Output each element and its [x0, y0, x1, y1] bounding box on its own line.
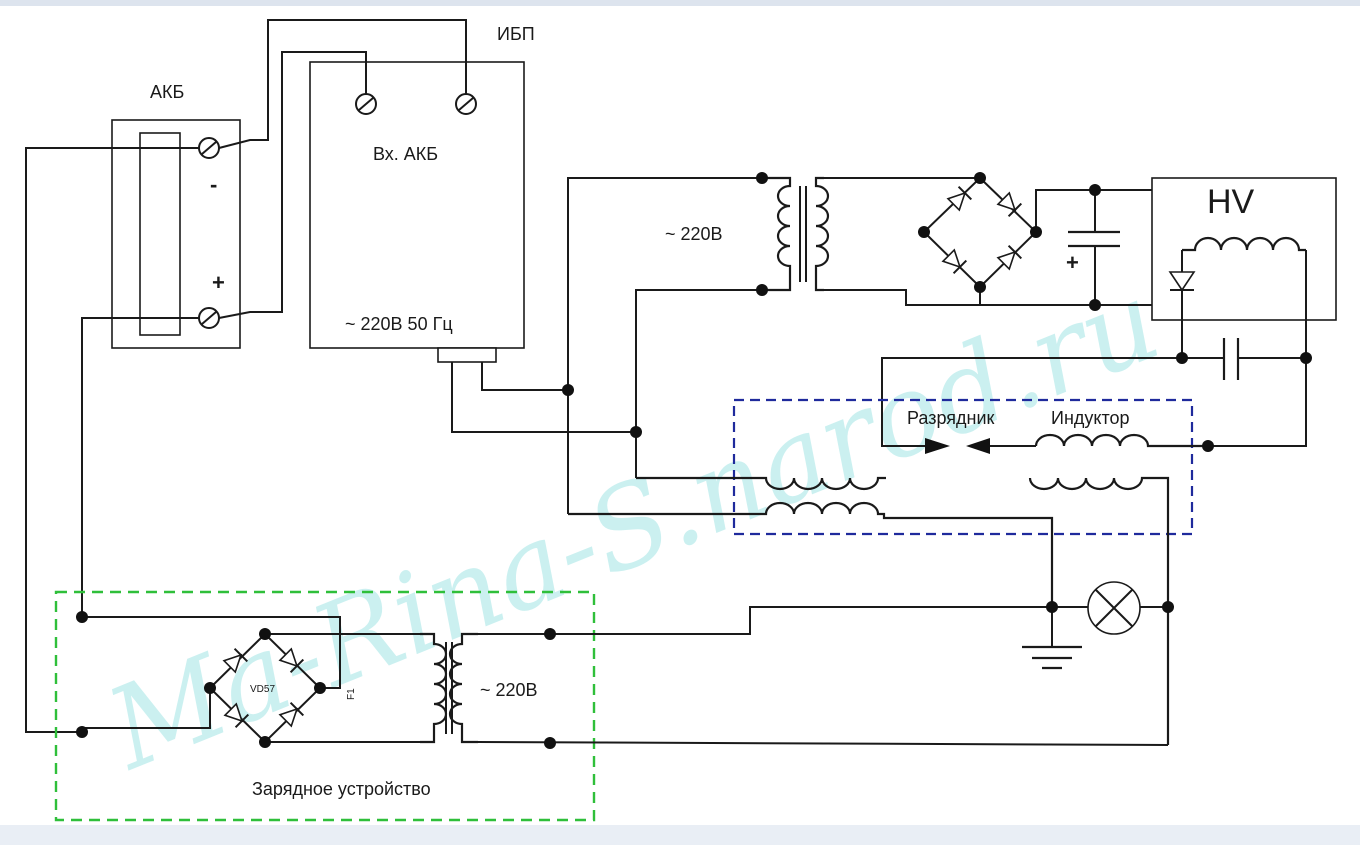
ground-icon	[1022, 607, 1082, 670]
spark-gap-label: Разрядник	[907, 408, 995, 428]
battery-label: АКБ	[150, 82, 184, 102]
charger-label: Зарядное устройство	[252, 779, 431, 799]
inductor-coils	[568, 433, 1208, 745]
charger-transformer	[420, 606, 1169, 746]
watermark-text: Ma-Rina-S.narod.ru	[90, 256, 1177, 796]
mains-transformer	[567, 176, 1095, 514]
charger-voltage-label: ~ 220В	[480, 680, 538, 700]
hv-block	[1151, 177, 1337, 358]
fuse-designator: F1	[346, 688, 357, 700]
hv-label: HV	[1207, 183, 1255, 221]
battery-plus-sign: +	[212, 270, 225, 295]
battery	[111, 119, 241, 349]
junction-dots	[76, 172, 1312, 749]
battery-minus-sign: -	[210, 172, 217, 197]
charger-frame	[54, 590, 596, 822]
inductor-frame	[732, 398, 1194, 536]
lamp-icon	[1052, 581, 1168, 635]
ups-output-wires	[451, 362, 636, 433]
battery-positive-terminal-icon	[198, 307, 220, 329]
output-capacitor	[881, 338, 1307, 447]
ups-label: ИБП	[497, 24, 535, 44]
battery-negative-terminal-icon	[198, 137, 220, 159]
ups-input-terminal-icon	[455, 93, 477, 115]
inductor-label: Индуктор	[1051, 408, 1130, 428]
capacitor-plus-sign: +	[1066, 250, 1079, 275]
bridge-designator: VD57	[250, 684, 275, 695]
ups-input-terminal-icon	[355, 93, 377, 115]
ups-output-label: ~ 220В 50 Гц	[345, 314, 453, 334]
transformer-primary-label: ~ 220В	[665, 224, 723, 244]
spark-gap	[925, 438, 1036, 454]
battery-wires	[25, 19, 467, 733]
ups-input-label: Вх. АКБ	[373, 144, 438, 164]
filter-capacitor	[1068, 189, 1152, 306]
ups-box	[309, 61, 525, 363]
